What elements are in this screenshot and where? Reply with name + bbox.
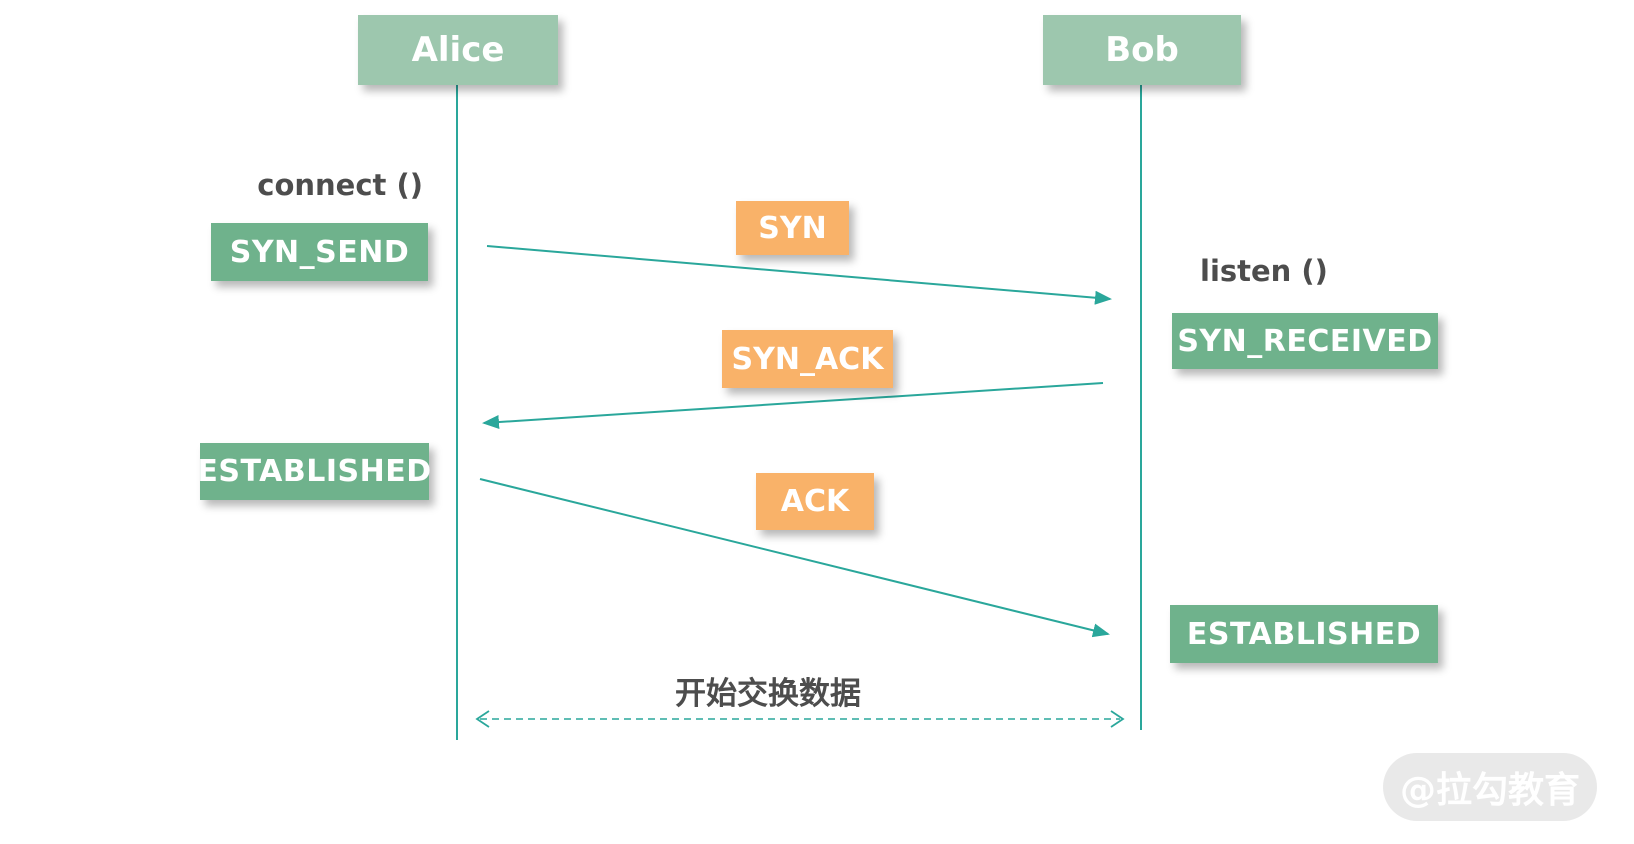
state-label-established-bob: ESTABLISHED [1186, 616, 1422, 652]
message-box-syn-ack: SYN_ACK [722, 330, 893, 388]
syn-ack-arrow [482, 382, 1104, 430]
message-box-ack: ACK [756, 473, 874, 530]
message-label-syn: SYN [758, 210, 827, 246]
actor-box-bob: Bob [1043, 15, 1241, 85]
state-box-syn-send: SYN_SEND [211, 223, 428, 281]
message-box-syn: SYN [736, 201, 849, 255]
watermark-badge: @拉勾教育 [1383, 753, 1597, 821]
dashed-arrow-right-chevron-icon [1110, 710, 1125, 728]
actor-label-bob: Bob [1105, 30, 1179, 70]
state-label-established-alice: ESTABLISHED [197, 454, 432, 489]
listen-call-label: listen () [1200, 254, 1328, 288]
actor-label-alice: Alice [411, 30, 505, 70]
state-label-syn-received: SYN_RECEIVED [1177, 323, 1433, 359]
connect-call-label: connect () [257, 168, 423, 202]
alice-lifeline [456, 85, 458, 740]
state-box-established-bob: ESTABLISHED [1170, 605, 1438, 663]
data-exchange-label: 开始交换数据 [675, 676, 861, 712]
state-box-established-alice: ESTABLISHED [197, 443, 432, 500]
watermark-text: @拉勾教育 [1399, 770, 1580, 811]
dashed-arrow-left-chevron-icon [475, 710, 490, 728]
state-box-syn-received: SYN_RECEIVED [1172, 313, 1438, 369]
message-label-ack: ACK [780, 484, 850, 519]
bob-lifeline [1140, 85, 1142, 730]
message-label-syn-ack: SYN_ACK [731, 341, 884, 377]
state-label-syn-send: SYN_SEND [229, 234, 410, 270]
actor-box-alice: Alice [358, 15, 558, 85]
